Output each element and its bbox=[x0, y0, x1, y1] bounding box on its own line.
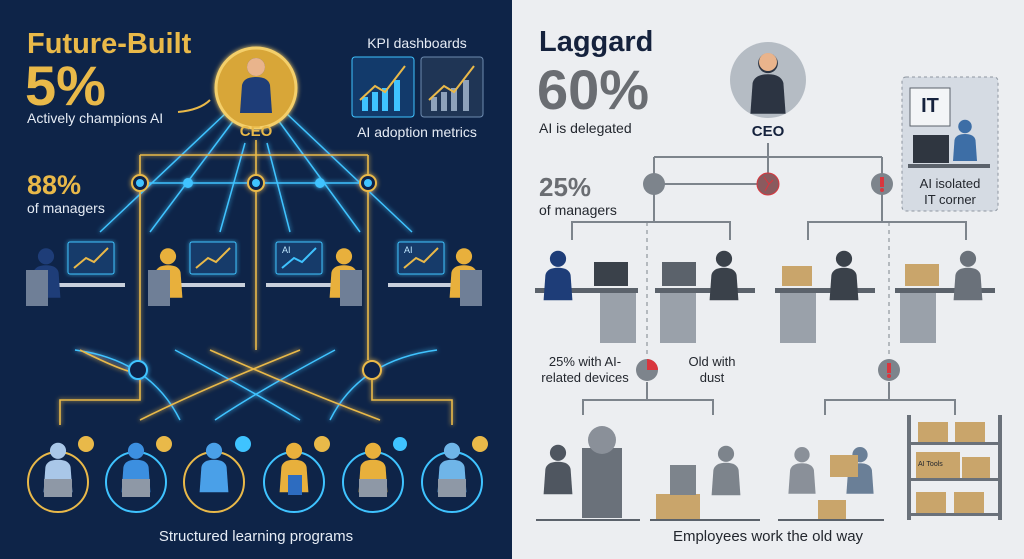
learner-2 bbox=[105, 436, 172, 513]
dusty-shelf bbox=[907, 415, 1002, 520]
ai-tools-box-label: AI Tools bbox=[918, 461, 943, 468]
worker-lathe bbox=[536, 426, 640, 521]
learner-5 bbox=[342, 437, 407, 513]
pie-node-icon bbox=[636, 359, 658, 381]
monitor-ai-label: AI bbox=[282, 245, 291, 255]
broken-node-icon bbox=[756, 172, 780, 196]
it-caption-line-2: IT corner bbox=[924, 192, 976, 207]
workstation-2 bbox=[655, 250, 755, 343]
kpi-dashboard-1 bbox=[351, 56, 415, 118]
arrow-icon bbox=[177, 99, 211, 113]
workers-carrying-box bbox=[778, 447, 884, 521]
devices-caption-line-2: related devices bbox=[541, 370, 629, 385]
lightbulb-gear-icon bbox=[472, 436, 488, 452]
it-caption-line-1: AI isolated bbox=[919, 176, 981, 191]
it-sign: IT bbox=[921, 95, 939, 117]
ceo-label: CEO bbox=[751, 123, 785, 140]
learner-1 bbox=[27, 436, 94, 513]
dust-caption-line-1: Old with bbox=[688, 354, 736, 369]
future-built-percent: 5% bbox=[25, 54, 106, 117]
workstation-4 bbox=[388, 241, 482, 306]
old-way-footer: Employees work the old way bbox=[672, 528, 864, 545]
laggard-title: Laggard bbox=[539, 26, 654, 58]
workstation-1 bbox=[26, 241, 125, 306]
laggard-percent-caption: AI is delegated bbox=[539, 120, 632, 136]
structured-learning-footer: Structured learning programs bbox=[158, 528, 354, 545]
alert-node-icon bbox=[871, 173, 893, 195]
learner-3 bbox=[183, 436, 251, 513]
manager-workstations bbox=[26, 241, 482, 306]
monitor-ai-label: AI bbox=[404, 245, 413, 255]
kpi-dashboards-label: KPI dashboards bbox=[367, 35, 467, 51]
person-glow-icon bbox=[393, 437, 407, 451]
alert-node-icon bbox=[878, 359, 900, 381]
future-built-title: Future-Built bbox=[27, 28, 192, 60]
it-corner-box bbox=[901, 76, 999, 212]
lightbulb-icon bbox=[235, 436, 251, 452]
managers-caption: of managers bbox=[27, 200, 105, 216]
future-built-network bbox=[59, 112, 453, 425]
laggard-managers-percent: 25% bbox=[539, 172, 592, 202]
laggard-managers-caption: of managers bbox=[539, 202, 617, 218]
kpi-dashboard-2 bbox=[420, 56, 484, 118]
ceo-avatar-champion bbox=[214, 46, 298, 130]
dust-caption-line-2: dust bbox=[699, 370, 725, 385]
lightbulb-gear-icon bbox=[314, 436, 330, 452]
ceo-label: CEO bbox=[239, 123, 273, 140]
learner-6 bbox=[421, 436, 488, 513]
future-built-percent-caption: Actively champions AI bbox=[27, 110, 164, 126]
workstation-2 bbox=[148, 241, 245, 306]
workstation-1 bbox=[535, 250, 638, 343]
learner-4 bbox=[263, 436, 330, 513]
managers-percent: 88% bbox=[27, 170, 82, 200]
workstation-4 bbox=[895, 250, 995, 343]
workstation-3 bbox=[775, 250, 875, 343]
ceo-avatar-laggard bbox=[730, 42, 806, 118]
ai-adoption-metrics-label: AI adoption metrics bbox=[357, 124, 477, 140]
laggard-workstations bbox=[535, 250, 995, 343]
devices-caption-line-1: 25% with AI- bbox=[548, 354, 622, 369]
laggard-percent: 60% bbox=[537, 58, 650, 121]
workstation-3 bbox=[266, 241, 362, 306]
org-node bbox=[643, 173, 665, 195]
employee-learners bbox=[27, 436, 488, 513]
old-way-workers bbox=[536, 415, 1002, 521]
award-badge-icon bbox=[156, 436, 172, 452]
award-badge-icon bbox=[78, 436, 94, 452]
worker-press bbox=[650, 445, 760, 521]
